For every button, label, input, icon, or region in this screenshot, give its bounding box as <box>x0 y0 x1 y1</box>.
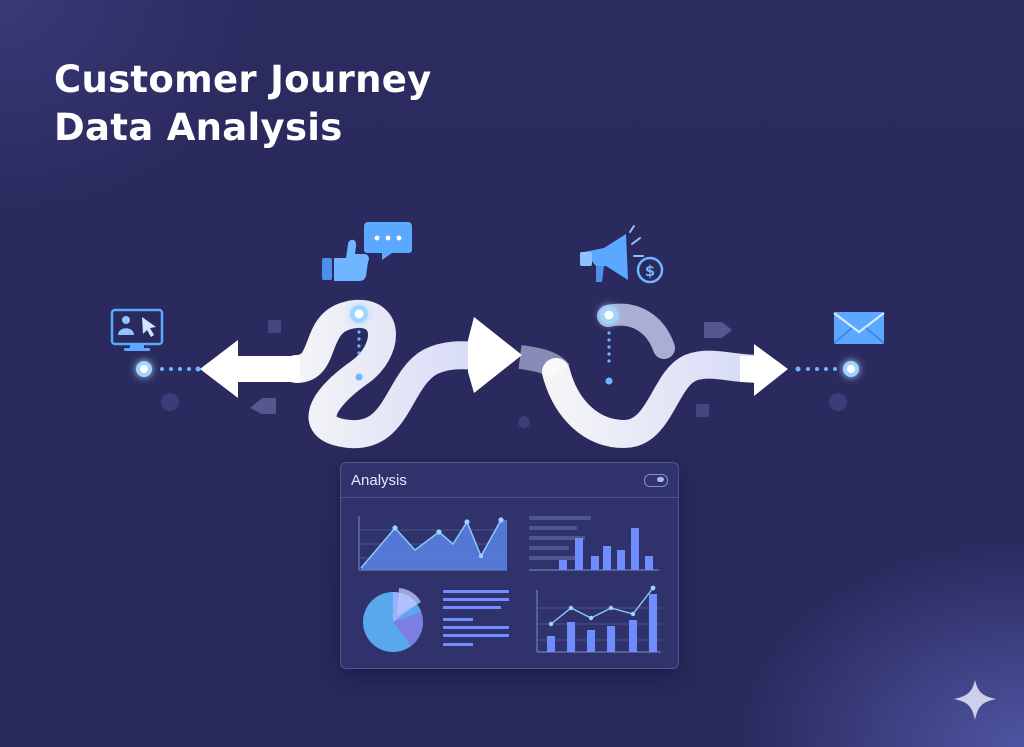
pie-chart <box>363 588 423 652</box>
decor-dot <box>518 416 530 428</box>
decor-square <box>696 404 709 417</box>
start-connector <box>160 366 201 372</box>
area-chart <box>358 516 507 571</box>
monitor-cursor-icon <box>110 308 164 351</box>
analysis-charts <box>358 516 661 653</box>
analysis-panel-header: Analysis <box>341 463 678 498</box>
touchpoint-2-connector <box>605 331 613 385</box>
touchpoint-1-connector <box>355 330 363 381</box>
page-title: Customer Journey Data Analysis <box>54 56 432 152</box>
end-connector <box>795 366 837 372</box>
svg-text:$: $ <box>645 262 655 280</box>
title-line-2: Data Analysis <box>54 106 343 149</box>
bar-chart-1 <box>529 516 659 571</box>
summary-lines <box>443 590 509 646</box>
envelope-icon <box>833 312 885 344</box>
decor-dot <box>829 393 847 411</box>
decor-square <box>268 320 281 333</box>
decor-tag <box>704 322 732 338</box>
touchpoint-node-2 <box>600 306 618 324</box>
panel-toggle-icon[interactable] <box>644 473 668 487</box>
combo-chart <box>536 585 661 653</box>
touchpoint-node-1 <box>350 305 368 323</box>
end-node <box>843 361 859 377</box>
thumbs-up-icon <box>322 239 369 281</box>
sparkle-icon <box>954 680 996 720</box>
megaphone-icon <box>580 225 644 282</box>
start-node <box>136 361 152 377</box>
analysis-panel-title: Analysis <box>351 471 407 489</box>
decor-tag <box>250 398 276 414</box>
decor-dot <box>161 393 179 411</box>
title-line-1: Customer Journey <box>54 58 432 101</box>
analysis-panel: Analysis <box>340 462 679 669</box>
chat-bubble-icon <box>364 222 412 260</box>
journey-path <box>200 300 788 449</box>
dollar-coin-icon: $ <box>636 256 664 284</box>
